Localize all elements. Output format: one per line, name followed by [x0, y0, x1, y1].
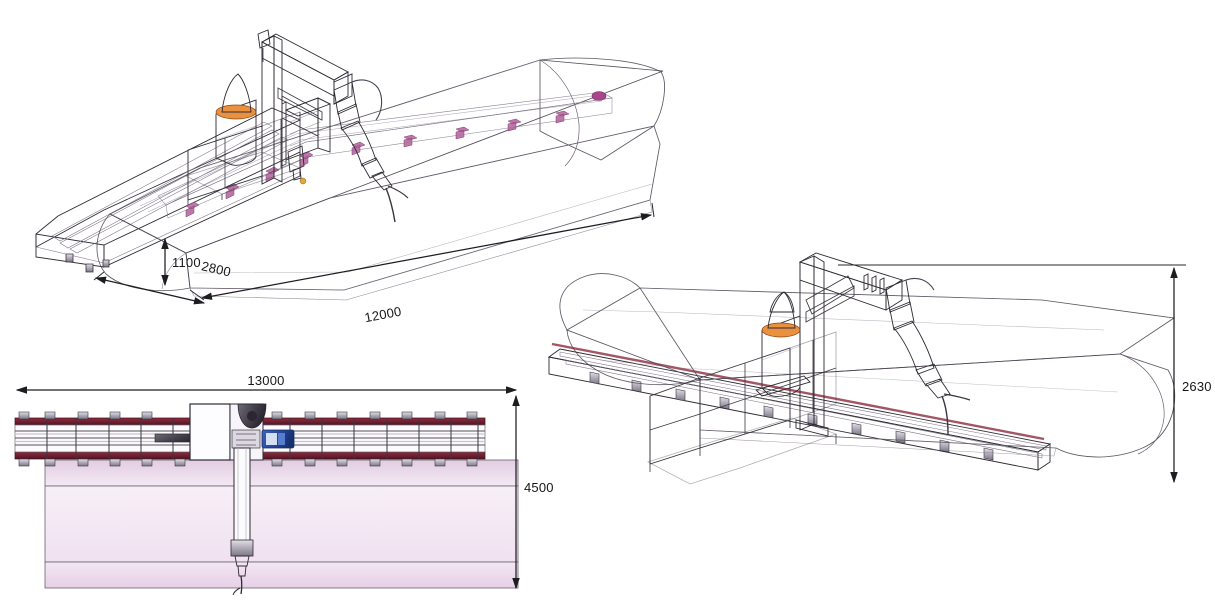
dimension-4500: 4500: [512, 394, 554, 590]
dimension-label-2630: 2630: [1182, 379, 1212, 394]
wire-drum-right: [755, 291, 811, 397]
dimension-12000: 12000: [189, 202, 655, 326]
mast-column: [233, 447, 251, 545]
dimension-label-4500: 4500: [524, 480, 554, 495]
dimension-13000: 13000: [15, 373, 518, 394]
dimension-label-2800: 2800: [200, 258, 232, 279]
dimension-label-1100: 1100: [172, 255, 201, 270]
plan-elevation-view: 13000 4500: [14, 373, 554, 596]
torch-head: [230, 539, 254, 596]
robot-arm-right: [885, 277, 971, 435]
isometric-detail-view: 2630: [547, 252, 1212, 485]
dimension-2800: 2800: [93, 258, 232, 305]
operator-platform-right: [646, 331, 838, 485]
gantry-frame: [257, 29, 353, 185]
dimension-label-12000: 12000: [363, 304, 402, 326]
wire-drum: [215, 73, 257, 166]
carriage: [189, 403, 267, 461]
isometric-overview-view: 12000 2800 1100: [35, 29, 665, 326]
dimension-label-13000: 13000: [247, 373, 284, 388]
rail-support-feet: [65, 253, 110, 273]
dimension-1100: 1100: [161, 237, 201, 287]
deck-equipment: [287, 145, 307, 185]
blue-display: [261, 429, 295, 449]
dimension-2630: 2630: [838, 264, 1212, 484]
control-cabinet: [281, 97, 332, 167]
tank-panel: [44, 459, 519, 589]
